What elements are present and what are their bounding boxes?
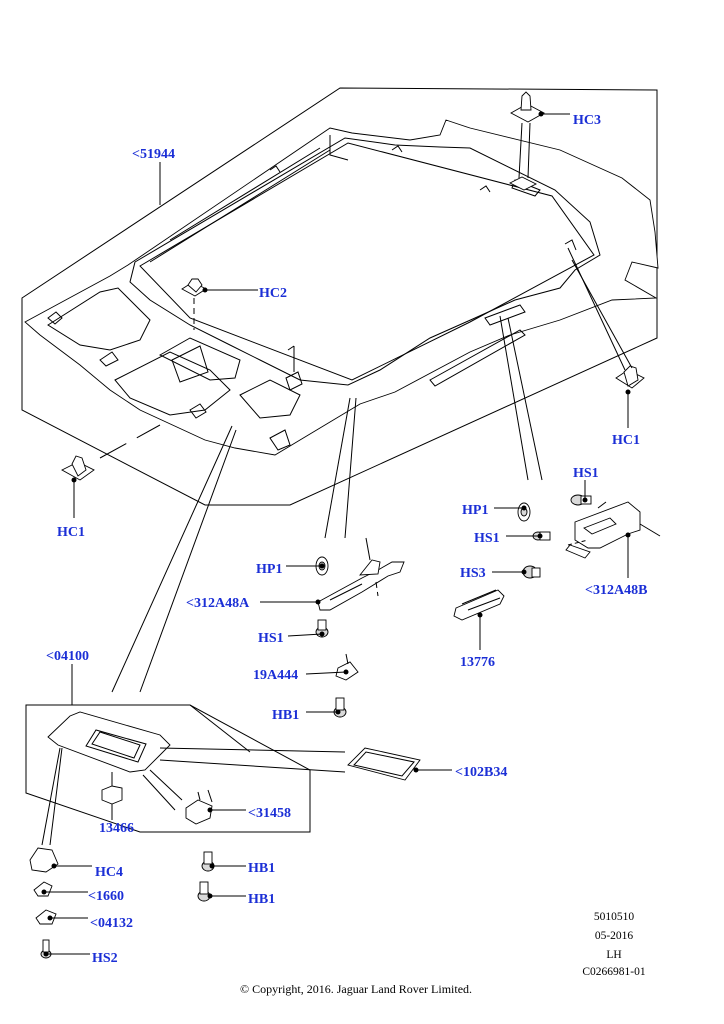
callout-312a48a[interactable]: <312A48A bbox=[186, 596, 250, 611]
callout-hc3[interactable]: HC3 bbox=[573, 113, 601, 128]
callout-04132[interactable]: <04132 bbox=[90, 916, 133, 931]
bolt-hb1-low-part bbox=[197, 881, 211, 902]
callout-19a444[interactable]: 19A444 bbox=[253, 668, 298, 683]
clip-hc4-part bbox=[29, 847, 59, 873]
callout-312a48b[interactable]: <312A48B bbox=[585, 583, 647, 598]
headliner-panel bbox=[24, 119, 659, 456]
callout-51944[interactable]: <51944 bbox=[132, 147, 175, 162]
bracket-312a48b-part bbox=[565, 501, 641, 559]
callout-04100[interactable]: <04100 bbox=[46, 649, 89, 664]
callout-hc1-left[interactable]: HC1 bbox=[57, 525, 85, 540]
clip-hc3-part bbox=[508, 91, 545, 191]
callout-hs2[interactable]: HS2 bbox=[92, 951, 118, 966]
bolt-hb1-upper-part bbox=[333, 697, 347, 718]
callout-hb1-upper[interactable]: HB1 bbox=[272, 708, 299, 723]
clip-hc1-right-part bbox=[615, 365, 645, 389]
callout-hs1-mid[interactable]: HS1 bbox=[474, 531, 500, 546]
callout-hp1-mid[interactable]: HP1 bbox=[256, 562, 282, 577]
callout-hb1-mid[interactable]: HB1 bbox=[248, 861, 275, 876]
headliner-group-frame bbox=[21, 87, 658, 506]
copyright-notice: © Copyright, 2016. Jaguar Land Rover Lim… bbox=[240, 982, 472, 996]
callout-hc4[interactable]: HC4 bbox=[95, 865, 123, 880]
callout-hs1-lower[interactable]: HS1 bbox=[258, 631, 284, 646]
callout-102b34[interactable]: <102B34 bbox=[455, 765, 507, 780]
callout-hp1-right[interactable]: HP1 bbox=[462, 503, 488, 518]
callout-hc1-right[interactable]: HC1 bbox=[612, 433, 640, 448]
switch-31458-part bbox=[185, 789, 213, 825]
diagram-code: 5010510 bbox=[594, 911, 635, 923]
callout-13776[interactable]: 13776 bbox=[460, 655, 495, 670]
callout-13466[interactable]: 13466 bbox=[99, 821, 134, 836]
diagram-date: 05-2016 bbox=[595, 930, 634, 942]
callout-hb1-low[interactable]: HB1 bbox=[248, 892, 275, 907]
callout-hs3[interactable]: HS3 bbox=[460, 566, 486, 581]
clip-04132-part bbox=[35, 909, 57, 925]
mirror-102b34-part bbox=[347, 747, 421, 781]
clip-hc1-left-part bbox=[61, 455, 95, 481]
clip-hc2-part bbox=[181, 278, 207, 297]
handle-13776-part bbox=[453, 589, 505, 621]
sunvisor-part bbox=[47, 711, 171, 773]
diagram-ref: C0266981-01 bbox=[582, 966, 646, 978]
callout-hc2[interactable]: HC2 bbox=[259, 286, 287, 301]
callout-1660[interactable]: <1660 bbox=[88, 889, 124, 904]
lamp-13466-part bbox=[101, 772, 123, 805]
bracket-312a48a-part bbox=[317, 559, 405, 611]
screw-hs1-right-part bbox=[570, 494, 592, 506]
bolt-hb1-mid-part bbox=[201, 851, 215, 872]
callout-31458[interactable]: <31458 bbox=[248, 806, 291, 821]
callout-hs1-right[interactable]: HS1 bbox=[573, 466, 599, 481]
diagram-side: LH bbox=[606, 949, 621, 961]
bracket-19a444-part bbox=[335, 653, 359, 681]
